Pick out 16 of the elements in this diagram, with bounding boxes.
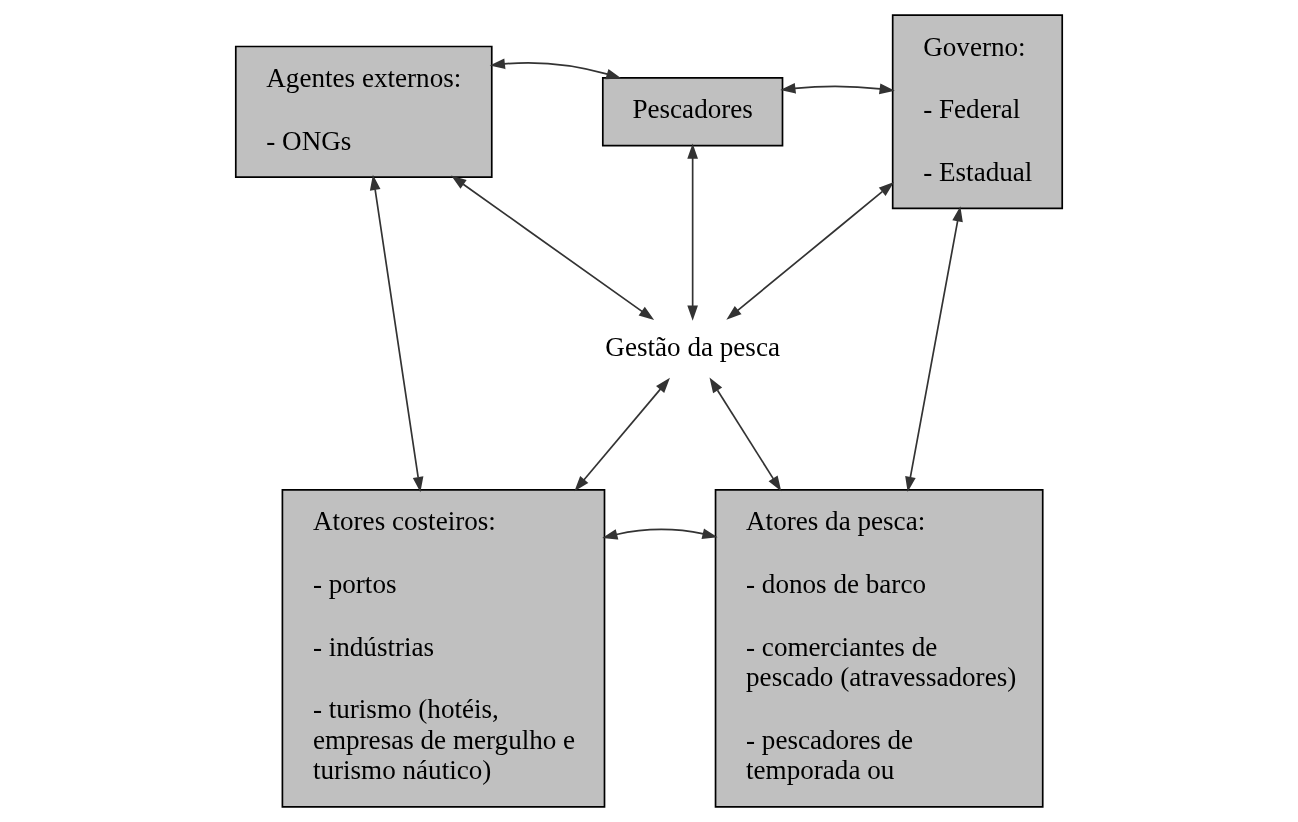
arrow bbox=[726, 182, 894, 320]
arrow bbox=[905, 206, 963, 492]
arrow bbox=[451, 175, 655, 321]
arrow bbox=[687, 143, 698, 321]
arrow bbox=[489, 58, 622, 80]
node-box: Pescadores bbox=[601, 77, 784, 147]
node-box: Atores costeiros: - portos - indústrias - turismo (hotéis, empresas de mergulho e turismo náutico) bbox=[281, 488, 606, 808]
node-box: Governo: - Federal - Estadual bbox=[891, 14, 1064, 210]
node-text: Gestão da pesca bbox=[605, 331, 780, 362]
arrow bbox=[574, 377, 670, 492]
arrow bbox=[369, 174, 424, 493]
arrow bbox=[602, 528, 718, 540]
node-box: Atores da pesca: - donos de barco - comerciantes de pescado (atravessadores) - pescadores de temporada ou bbox=[714, 488, 1044, 808]
arrow bbox=[709, 377, 782, 492]
arrow bbox=[780, 83, 895, 95]
node-box: Agentes externos: - ONGs bbox=[234, 45, 493, 178]
